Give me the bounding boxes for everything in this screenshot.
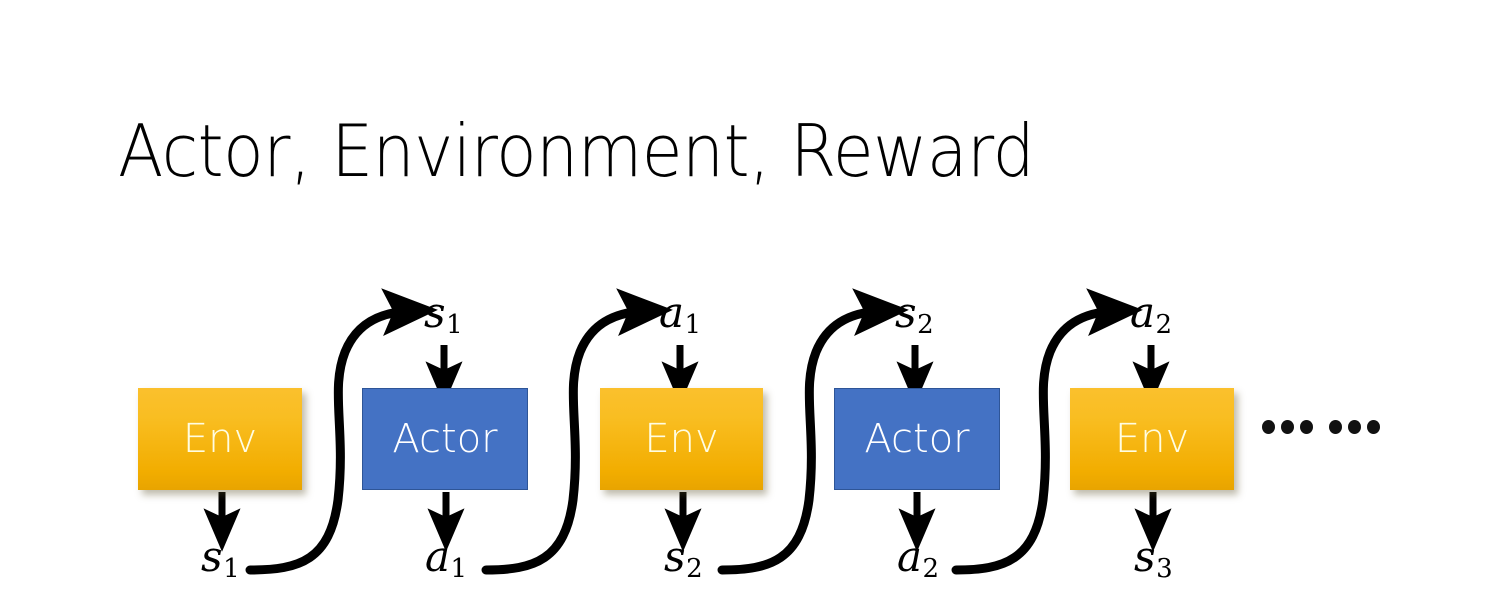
box-env-2[interactable]: Env	[600, 388, 763, 490]
box-actor-1[interactable]: Actor	[362, 388, 528, 490]
box-label: Actor	[392, 416, 498, 462]
symbol-letter: a	[897, 532, 923, 581]
label-bottom-s2: s2	[664, 536, 703, 582]
symbol-index: 3	[1156, 553, 1173, 584]
box-label: Env	[182, 416, 258, 462]
ellipsis-dot	[1348, 420, 1361, 434]
continuation-ellipsis-icon	[1262, 420, 1380, 434]
symbol-letter: a	[1130, 288, 1156, 337]
box-actor-2[interactable]: Actor	[834, 388, 1000, 490]
ellipsis-dot	[1262, 420, 1275, 434]
symbol-letter: s	[201, 532, 223, 581]
symbol-letter: s	[424, 288, 446, 337]
symbol-letter: s	[895, 288, 917, 337]
label-bottom-s3: s3	[1134, 536, 1173, 582]
label-to-box-arrows	[425, 345, 1170, 405]
box-env-1[interactable]: Env	[138, 388, 302, 490]
label-top-a1: a1	[659, 292, 701, 338]
symbol-letter: s	[664, 532, 686, 581]
label-top-s1: s1	[424, 292, 463, 338]
label-top-a2: a2	[1130, 292, 1172, 338]
symbol-index: 1	[450, 553, 468, 584]
label-bottom-s1: s1	[201, 536, 240, 582]
ellipsis-dot	[1367, 420, 1380, 434]
symbol-letter: a	[659, 288, 685, 337]
page-title: Actor, Environment, Reward	[118, 109, 1035, 193]
ellipsis-dot	[1300, 420, 1313, 434]
box-label: Actor	[864, 416, 970, 462]
symbol-letter: s	[1134, 532, 1156, 581]
symbol-letter: a	[425, 532, 451, 581]
symbol-index: 2	[922, 553, 940, 584]
symbol-index: 1	[223, 553, 240, 584]
ellipsis-gap	[1319, 427, 1323, 428]
box-label: Env	[644, 416, 719, 462]
box-env-3[interactable]: Env	[1070, 388, 1234, 490]
symbol-index: 2	[917, 309, 934, 340]
box-to-label-arrows	[203, 492, 1172, 552]
symbol-index: 1	[684, 309, 702, 340]
label-bottom-a2: a2	[897, 536, 939, 582]
symbol-index: 2	[1155, 309, 1173, 340]
ellipsis-dot	[1281, 420, 1294, 434]
symbol-index: 2	[686, 553, 703, 584]
label-bottom-a1: a1	[425, 536, 467, 582]
ellipsis-dot	[1329, 420, 1342, 434]
box-label: Env	[1114, 416, 1190, 462]
label-top-s2: s2	[895, 292, 934, 338]
symbol-index: 1	[446, 309, 463, 340]
